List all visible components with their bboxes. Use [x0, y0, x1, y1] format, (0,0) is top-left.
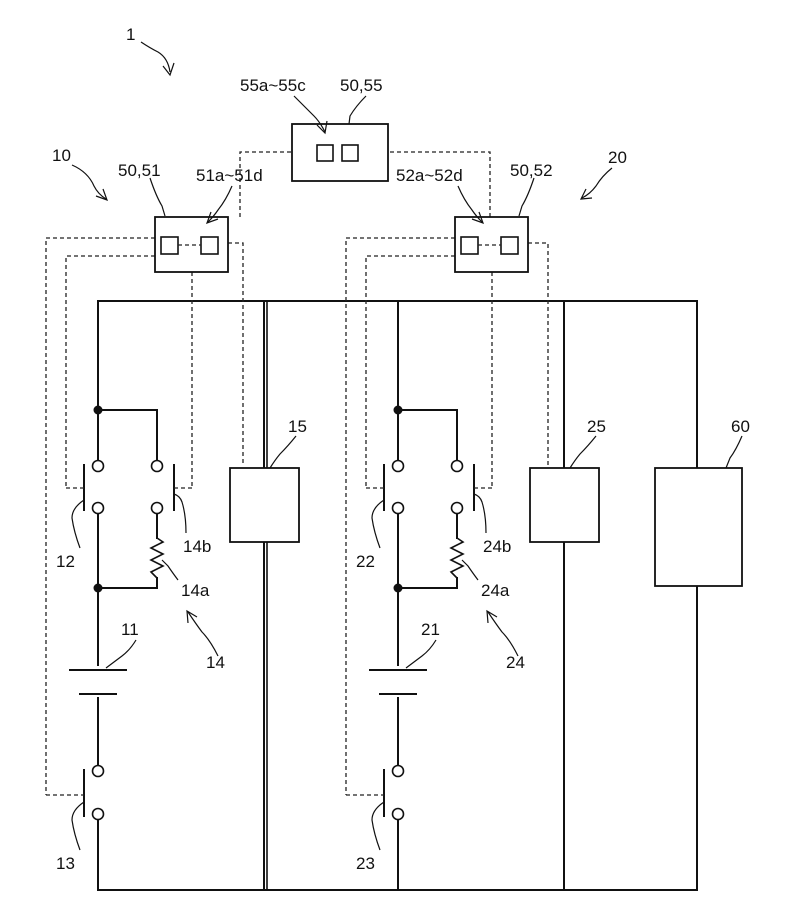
label-relay12: 12: [56, 552, 75, 571]
label-resistor1: 14a: [181, 581, 210, 600]
label-load25: 25: [587, 417, 606, 436]
label-relay1b: 14b: [183, 537, 211, 556]
load-15: [230, 468, 299, 542]
label-ctrl2-units: 52a~52d: [396, 166, 463, 185]
relay-14b: [152, 461, 193, 514]
label-precharge1: 14: [206, 653, 225, 672]
label-load15: 15: [288, 417, 307, 436]
leader-lines: [72, 42, 742, 850]
label-ctrl2: 50,52: [510, 161, 553, 180]
resistor-24a: [451, 538, 463, 578]
controller-55: [292, 124, 388, 181]
label-relay22: 22: [356, 552, 375, 571]
label-relay23: 23: [356, 854, 375, 873]
resistor-14a: [151, 538, 163, 578]
battery-11: [70, 670, 126, 694]
pack2-wiring: [398, 301, 457, 890]
relay-24b: [452, 461, 493, 514]
load-60: [655, 468, 742, 586]
label-resistor2: 24a: [481, 581, 510, 600]
label-ctrl1-units: 51a~51d: [196, 166, 263, 185]
label-ctrl-main-units: 55a~55c: [240, 76, 306, 95]
label-system: 1: [126, 25, 135, 44]
controller-52: [455, 217, 528, 272]
label-load60: 60: [731, 417, 750, 436]
label-pack2: 20: [608, 148, 627, 167]
battery-21: [370, 670, 426, 694]
label-ctrl1: 50,51: [118, 161, 161, 180]
relay-12: [66, 461, 104, 514]
label-relay13: 13: [56, 854, 75, 873]
label-battery1: 11: [121, 620, 139, 639]
label-ctrl-main: 50,55: [340, 76, 383, 95]
controller-51: [155, 217, 228, 272]
load-25: [530, 468, 599, 542]
label-relay2b: 24b: [483, 537, 511, 556]
label-pack1: 10: [52, 146, 71, 165]
label-battery2: 21: [421, 620, 440, 639]
label-precharge2: 24: [506, 653, 525, 672]
relay-22: [366, 461, 404, 514]
